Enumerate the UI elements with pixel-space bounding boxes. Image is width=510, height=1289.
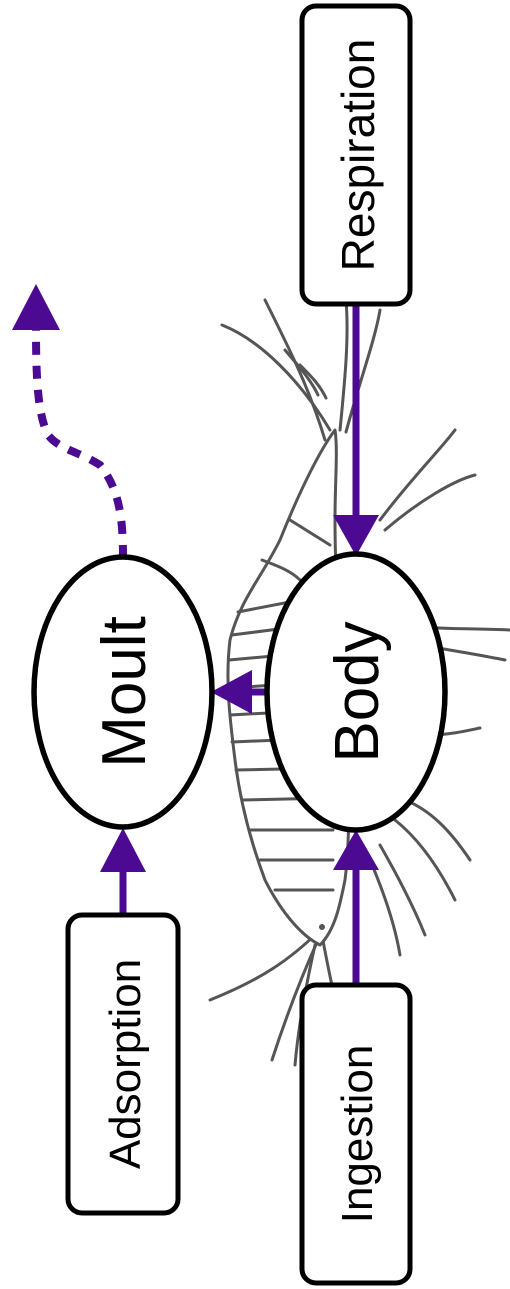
body-label: Body: [323, 621, 392, 762]
dashed-arrow-moult-loss: [12, 284, 123, 558]
moult-node: Moult: [34, 557, 212, 827]
arrow-adsorption-to-moult: [100, 828, 146, 915]
adsorption-label: Adsorption: [101, 959, 150, 1169]
moult-label: Moult: [90, 616, 159, 768]
ingestion-node: Ingestion: [302, 985, 410, 1283]
ingestion-label: Ingestion: [333, 1045, 382, 1224]
body-node: Body: [267, 554, 445, 830]
respiration-node: Respiration: [302, 6, 410, 304]
adsorption-node: Adsorption: [68, 915, 178, 1213]
respiration-label: Respiration: [332, 39, 384, 272]
